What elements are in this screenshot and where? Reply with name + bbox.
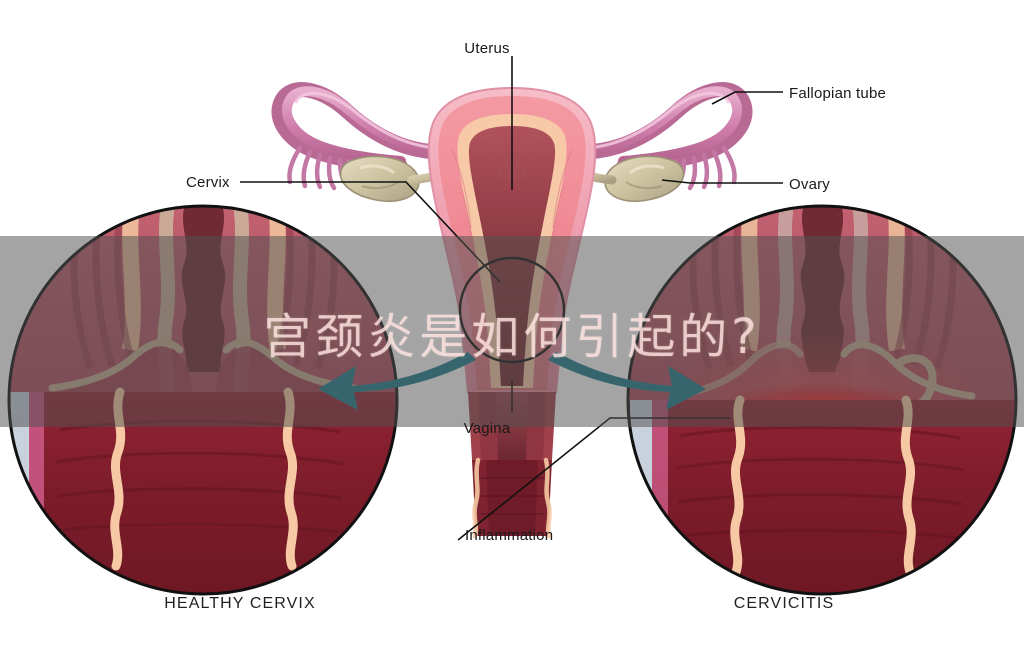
- vaginal-vault-left: [9, 392, 397, 594]
- leader-fallopian-tube: [711, 91, 783, 105]
- overlay-band: [0, 236, 1024, 427]
- label-fallopian-tube: Fallopian tube: [789, 85, 887, 102]
- vaginal-vault-right: [628, 400, 1016, 594]
- cavity-ridges: [481, 133, 543, 181]
- label-vagina: Vagina: [463, 420, 511, 437]
- label-uterus: Uterus: [464, 40, 510, 57]
- overlay-title: 宫颈炎是如何引起的?: [263, 308, 761, 365]
- leader-ovary: [661, 179, 783, 184]
- fallopian-tube-left: [271, 82, 460, 202]
- label-cervix: Cervix: [186, 174, 230, 191]
- label-ovary: Ovary: [789, 176, 831, 193]
- caption-healthy-cervix: HEALTHY CERVIX: [164, 595, 316, 612]
- label-inflammation: Inflammation: [465, 527, 554, 544]
- caption-cervicitis: CERVICITIS: [733, 595, 835, 612]
